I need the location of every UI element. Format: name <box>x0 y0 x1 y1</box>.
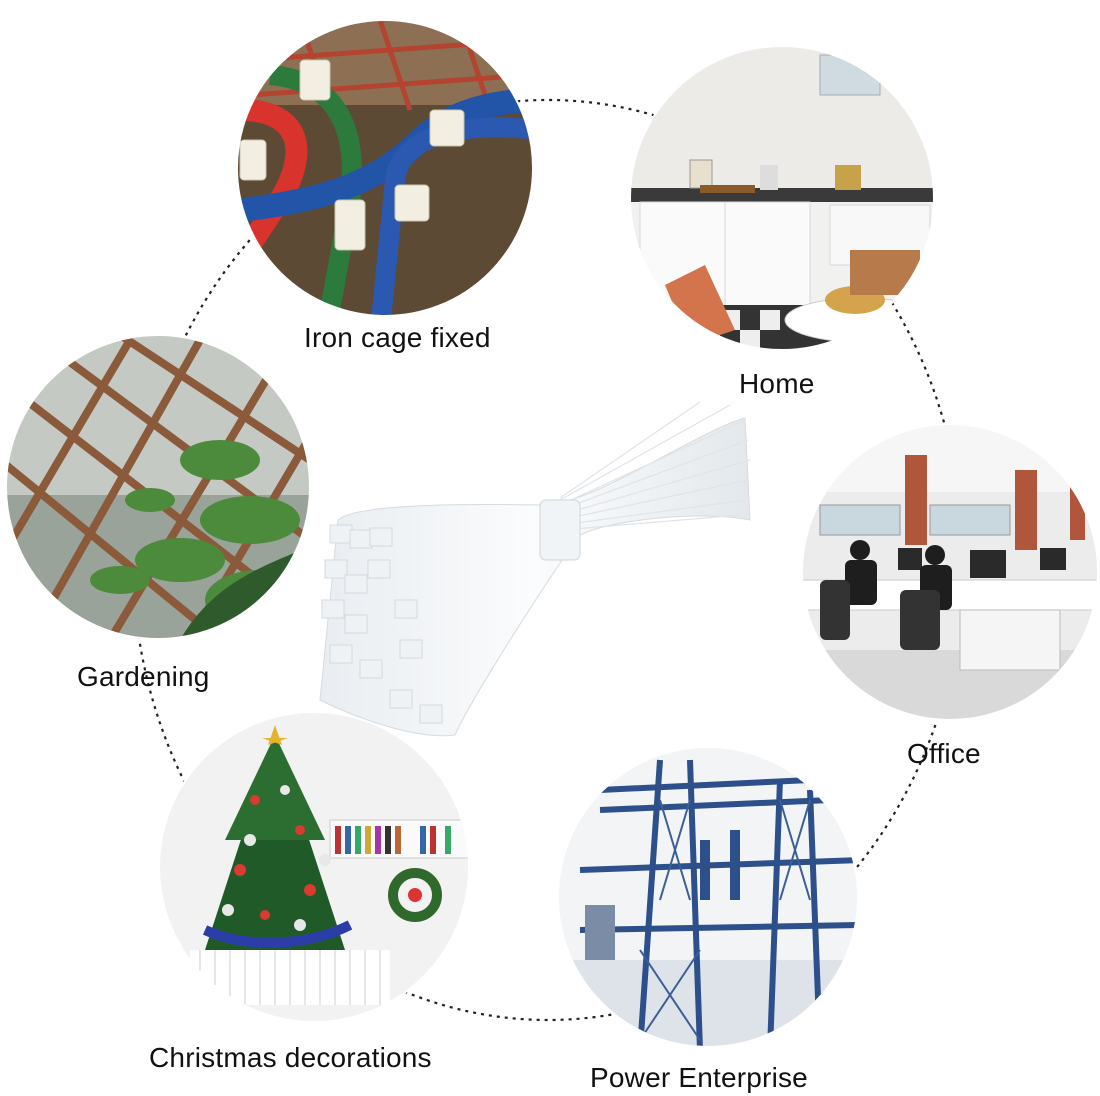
office-image <box>802 424 1098 720</box>
cable-tie-bundle <box>319 401 751 737</box>
label-christmas-decorations: Christmas decorations <box>149 1042 432 1073</box>
label-home: Home <box>739 368 815 399</box>
label-power-enterprise: Power Enterprise <box>590 1062 808 1093</box>
label-gardening: Gardening <box>77 661 210 692</box>
label-iron-cage-fixed: Iron cage fixed <box>304 322 491 353</box>
gardening-trellis-image <box>6 335 310 639</box>
label-office: Office <box>907 738 981 769</box>
power-substation-image <box>558 747 858 1047</box>
iron-cage-image <box>237 20 533 316</box>
christmas-tree-image <box>159 712 469 1022</box>
